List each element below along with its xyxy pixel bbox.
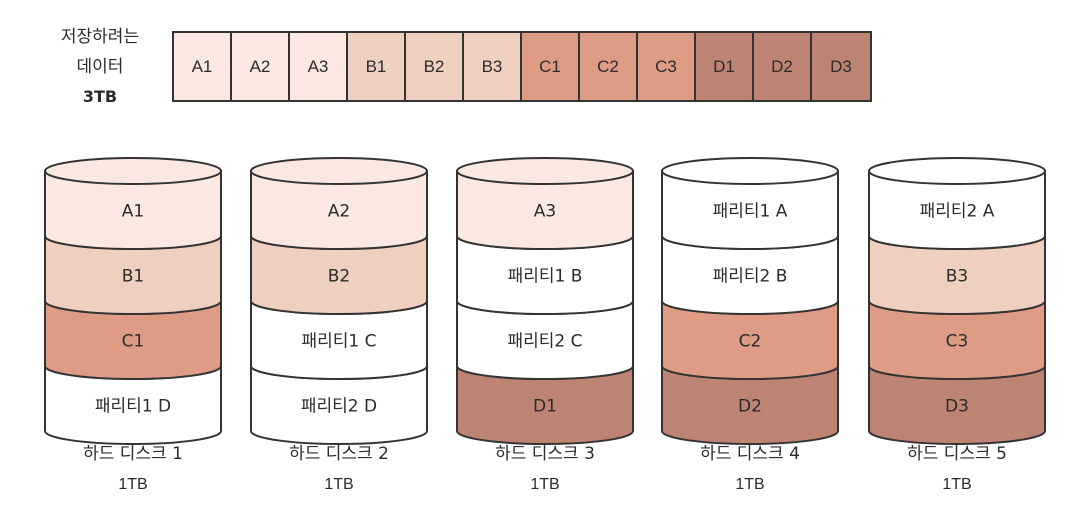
data-size-label: 3TB — [82, 87, 118, 106]
data-block-b2: B2 — [406, 33, 464, 100]
disk-3-slice-4-body — [456, 365, 634, 445]
disk-1-slice-1-top — [44, 157, 222, 185]
data-block-d1: D1 — [696, 33, 754, 100]
disk-4-slice-1-label: 패리티1 A — [713, 202, 788, 222]
data-block-d2: D2 — [754, 33, 812, 100]
data-block-d3: D3 — [812, 33, 870, 100]
hard-disk-4-name: 하드 디스크 4 — [700, 444, 800, 464]
disk-5-slice-1-top — [868, 157, 1046, 185]
data-block-b3: B3 — [464, 33, 522, 100]
hard-disk-5-capacity: 1TB — [942, 476, 972, 493]
disk-3-slice-1-label: A3 — [534, 202, 556, 222]
hard-disk-1-name: 하드 디스크 1 — [83, 444, 183, 464]
hard-disk-4-capacity: 1TB — [735, 476, 765, 493]
disk-4-slice-3-body — [661, 300, 839, 380]
disk-3-slice-2-body — [456, 235, 634, 315]
disk-3-slice-2-label: 패리티1 B — [508, 267, 583, 287]
disk-3-slice-1-body — [456, 170, 634, 250]
disk-3-slice-4-label: D1 — [533, 397, 557, 417]
hard-disk-5-name: 하드 디스크 5 — [907, 444, 1007, 464]
disk-4-slice-1-body — [661, 170, 839, 250]
disk-3-slice-3-body — [456, 300, 634, 380]
data-block-c2: C2 — [580, 33, 638, 100]
disk-5-slice-3-body — [868, 300, 1046, 380]
data-to-store-label: 저장하려는 데이터 3TB — [40, 22, 160, 112]
disk-2-slice-2-body — [250, 235, 428, 315]
data-block-c3: C3 — [638, 33, 696, 100]
hard-disk-3-capacity: 1TB — [530, 476, 560, 493]
disk-1-slice-3-body — [44, 300, 222, 380]
disk-2-slice-4-label: 패리티2 D — [301, 397, 377, 417]
disk-1-slice-2-body — [44, 235, 222, 315]
disk-1-slice-1-label: A1 — [122, 202, 144, 222]
disk-2-slice-3-body — [250, 300, 428, 380]
data-block-a3: A3 — [290, 33, 348, 100]
hard-disk-3: A3 패리티1 B 패리티2 C D1 — [456, 157, 634, 445]
hard-disk-3-name: 하드 디스크 3 — [495, 444, 595, 464]
disk-1-slice-2-label: B1 — [122, 267, 144, 287]
data-to-store-line2: 데이터 — [76, 57, 124, 77]
disk-5-slice-1-label: 패리티2 A — [920, 202, 995, 222]
disk-1-slice-3-label: C1 — [122, 332, 145, 352]
disk-2-slice-3-label: 패리티1 C — [301, 332, 376, 352]
disk-3-slice-3-label: 패리티2 C — [507, 332, 582, 352]
disk-4-slice-3-label: C2 — [739, 332, 762, 352]
disk-4-slice-4-body — [661, 365, 839, 445]
data-block-c1: C1 — [522, 33, 580, 100]
disk-3-slice-1-top — [456, 157, 634, 185]
disk-5-slice-4-body — [868, 365, 1046, 445]
data-block-b1: B1 — [348, 33, 406, 100]
disk-2-slice-2-label: B2 — [328, 267, 350, 287]
disk-4-slice-1-top — [661, 157, 839, 185]
disk-2-slice-1-label: A2 — [328, 202, 350, 222]
hard-disk-1-capacity: 1TB — [118, 476, 148, 493]
disk-5-slice-2-body — [868, 235, 1046, 315]
disk-1-slice-4-body — [44, 365, 222, 445]
disk-5-slice-2-label: B3 — [946, 267, 968, 287]
disk-2-slice-1-body — [250, 170, 428, 250]
hard-disk-2-capacity: 1TB — [324, 476, 354, 493]
disk-2-slice-1-top — [250, 157, 428, 185]
disk-5-slice-3-label: C3 — [946, 332, 969, 352]
disk-4-slice-2-body — [661, 235, 839, 315]
disk-5-slice-4-label: D3 — [945, 397, 969, 417]
data-block-a2: A2 — [232, 33, 290, 100]
data-block-a1: A1 — [174, 33, 232, 100]
disk-1-slice-4-label: 패리티1 D — [95, 397, 171, 417]
disk-4-slice-4-label: D2 — [738, 397, 762, 417]
disk-4-slice-2-label: 패리티2 B — [713, 267, 788, 287]
data-to-store-line1: 저장하려는 — [60, 27, 140, 47]
disk-1-slice-1-body — [44, 170, 222, 250]
disk-2-slice-4-body — [250, 365, 428, 445]
disk-5-slice-1-body — [868, 170, 1046, 250]
hard-disk-2-name: 하드 디스크 2 — [289, 444, 389, 464]
